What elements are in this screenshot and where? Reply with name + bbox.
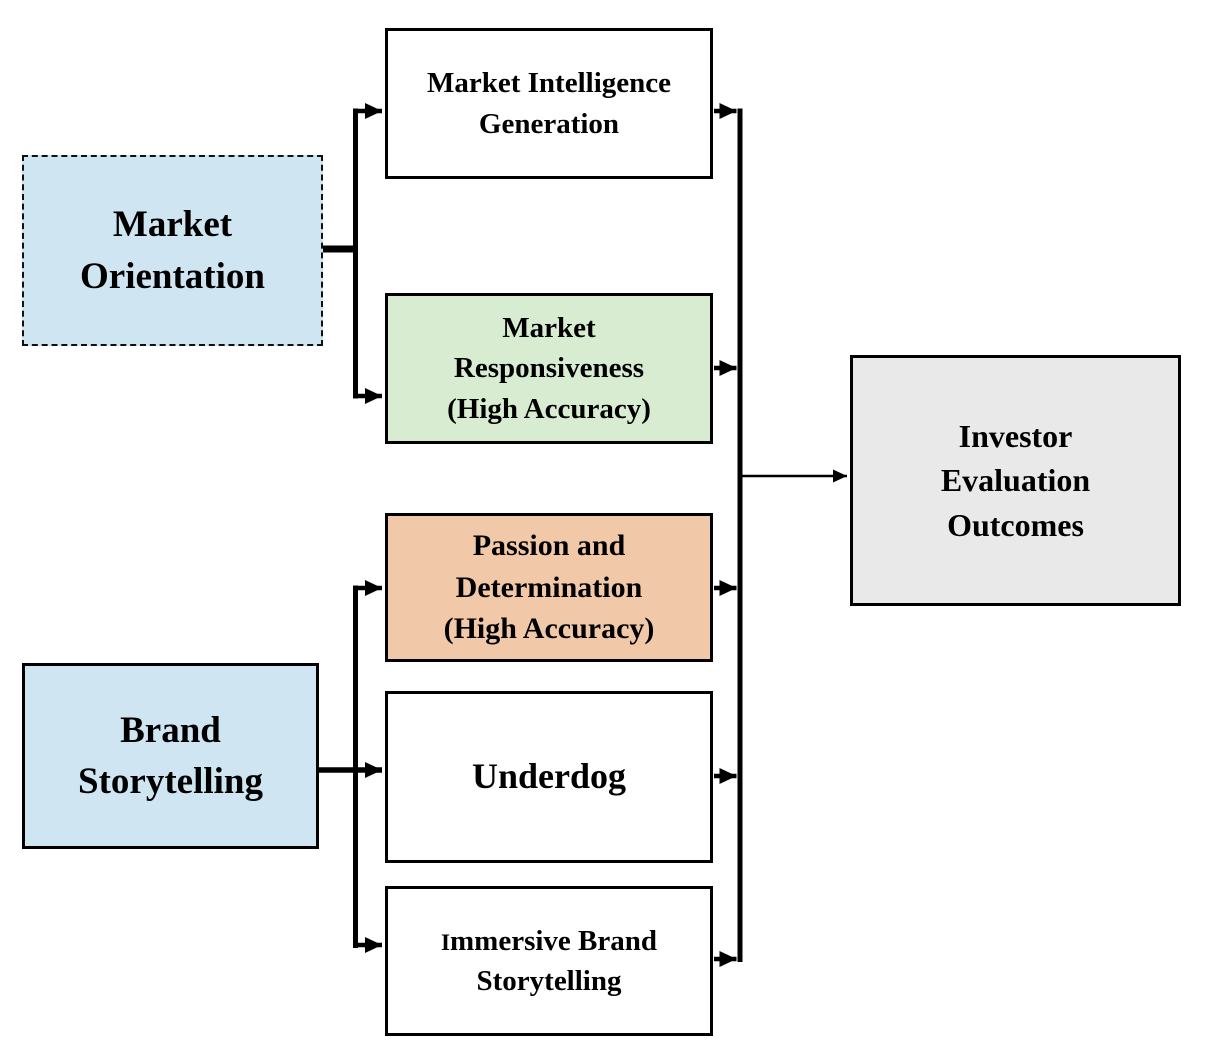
node-market-responsiveness-label: Market Responsiveness (High Accuracy) bbox=[447, 312, 651, 425]
node-market-responsiveness: Market Responsiveness (High Accuracy) bbox=[385, 293, 713, 444]
node-immersive-brand-storytelling: Immersive Brand Storytelling bbox=[385, 886, 713, 1036]
node-passion-and-determination: Passion and Determination (High Accuracy… bbox=[385, 513, 713, 662]
node-investor-evaluation-outcomes: Investor Evaluation Outcomes bbox=[850, 355, 1181, 606]
node-immersive-brand-storytelling-label: Immersive Brand Storytelling bbox=[440, 924, 658, 997]
node-market-intelligence-generation-label: Market Intelligence Generation bbox=[426, 67, 671, 140]
node-underdog-label: Underdog bbox=[471, 756, 627, 797]
node-brand-storytelling: Brand Storytelling bbox=[22, 663, 319, 849]
node-market-orientation-label: Market Orientation bbox=[80, 204, 265, 297]
node-brand-storytelling-label: Brand Storytelling bbox=[78, 709, 263, 802]
node-investor-evaluation-outcomes-label: Investor Evaluation Outcomes bbox=[940, 418, 1091, 543]
node-underdog: Underdog bbox=[385, 691, 713, 863]
node-passion-and-determination-label: Passion and Determination (High Accuracy… bbox=[443, 529, 655, 646]
node-market-orientation: Market Orientation bbox=[22, 155, 323, 346]
node-market-intelligence-generation: Market Intelligence Generation bbox=[385, 28, 713, 179]
